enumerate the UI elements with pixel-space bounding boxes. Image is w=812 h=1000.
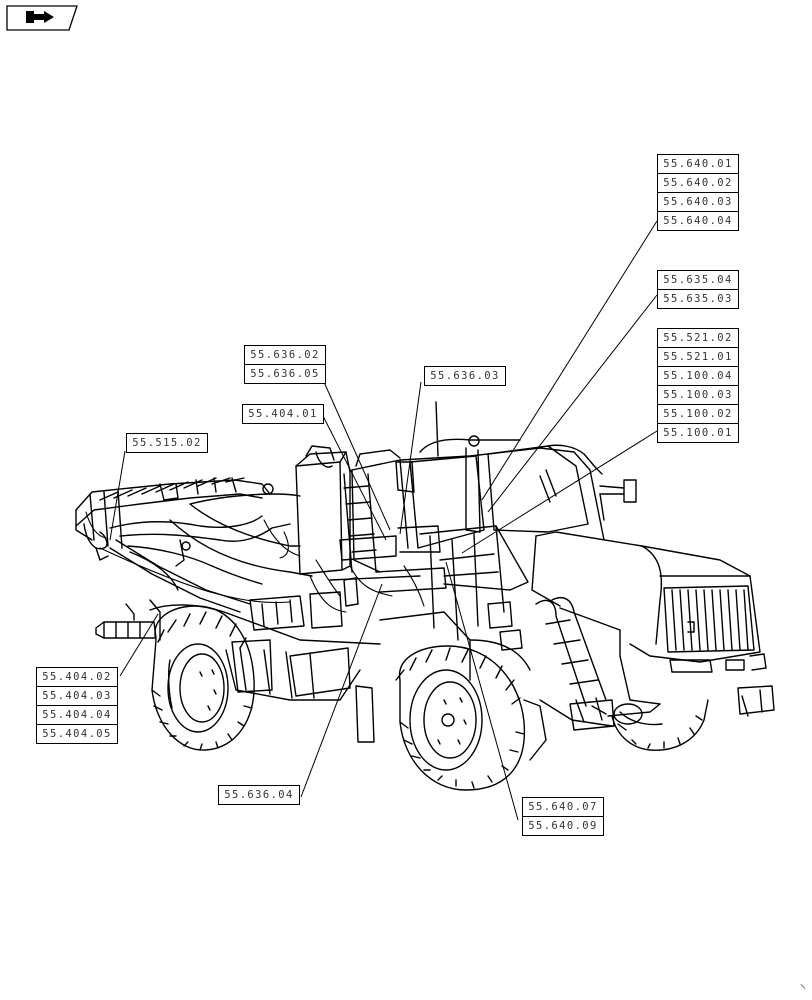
- spray-boom: [75, 477, 291, 641]
- callout-group-mid-right-a: 55.635.04 55.635.03: [657, 270, 739, 309]
- callout-55.100.01[interactable]: 55.100.01: [657, 424, 739, 443]
- leader-55.521.02: [461, 430, 658, 554]
- callout-55.640.07[interactable]: 55.640.07: [522, 797, 604, 817]
- callout-55.404.01[interactable]: 55.404.01: [242, 404, 324, 424]
- callout-55.100.02[interactable]: 55.100.02: [657, 405, 739, 424]
- leader-55.404.02: [119, 613, 159, 677]
- cab-ladder: [339, 473, 441, 573]
- platform-railing: [249, 525, 529, 651]
- leader-55.636.04: [300, 583, 383, 798]
- callout-55.636.02[interactable]: 55.636.02: [244, 345, 326, 365]
- left-front-wheel: [151, 605, 255, 751]
- callout-55.640.03[interactable]: 55.640.03: [657, 193, 739, 212]
- vehicle-arrow-icon[interactable]: [6, 5, 78, 31]
- callout-group-top-right: 55.640.01 55.640.02 55.640.03 55.640.04: [657, 154, 739, 231]
- side-ladder: [535, 596, 615, 731]
- right-front-wheel: [355, 645, 547, 791]
- hydraulic-hoses: [85, 511, 425, 613]
- callout-55.100.04[interactable]: 55.100.04: [657, 367, 739, 386]
- callout-group-left-mid: 55.404.01: [242, 404, 324, 424]
- callout-55.521.02[interactable]: 55.521.02: [657, 328, 739, 348]
- callout-55.636.05[interactable]: 55.636.05: [244, 365, 326, 384]
- callout-55.404.03[interactable]: 55.404.03: [36, 687, 118, 706]
- callout-group-bottom-center: 55.636.04: [218, 785, 300, 805]
- chassis-frame: [149, 604, 661, 727]
- callout-55.640.02[interactable]: 55.640.02: [657, 174, 739, 193]
- callout-55.404.02[interactable]: 55.404.02: [36, 667, 118, 687]
- engine-hood: [531, 531, 775, 717]
- leader-55.635.04: [487, 294, 658, 513]
- callout-55.100.03[interactable]: 55.100.03: [657, 386, 739, 405]
- callout-55.640.01[interactable]: 55.640.01: [657, 154, 739, 174]
- callout-55.404.04[interactable]: 55.404.04: [36, 706, 118, 725]
- leader-55.640.07: [445, 561, 519, 821]
- callout-55.404.05[interactable]: 55.404.05: [36, 725, 118, 744]
- callout-55.640.04[interactable]: 55.640.04: [657, 212, 739, 231]
- callout-group-left-lower: 55.404.02 55.404.03 55.404.04 55.404.05: [36, 667, 118, 744]
- operator-cab: [351, 401, 637, 573]
- callout-group-bottom-right: 55.640.07 55.640.09: [522, 797, 604, 836]
- callout-55.640.09[interactable]: 55.640.09: [522, 817, 604, 836]
- callout-55.521.01[interactable]: 55.521.01: [657, 348, 739, 367]
- leader-55.404.01: [321, 413, 387, 541]
- callout-group-left-upper: 55.636.02 55.636.05: [244, 345, 326, 384]
- truck-shape: [26, 11, 54, 23]
- callout-55.635.03[interactable]: 55.635.03: [657, 290, 739, 309]
- callout-group-center-upper: 55.636.03: [424, 366, 506, 386]
- callout-group-left-boom: 55.515.02: [126, 433, 208, 453]
- leader-lines: [109, 220, 658, 821]
- rear-right-wheel: [611, 699, 709, 751]
- leader-55.636.02: [323, 381, 391, 531]
- callout-55.515.02[interactable]: 55.515.02: [126, 433, 208, 453]
- product-tank: [169, 445, 351, 577]
- leader-55.636.03: [399, 381, 422, 535]
- leader-55.515.02: [109, 450, 126, 541]
- callout-group-mid-right-b: 55.521.02 55.521.01 55.100.04 55.100.03 …: [657, 328, 739, 443]
- callout-55.636.03[interactable]: 55.636.03: [424, 366, 506, 386]
- leader-55.640.01: [481, 220, 658, 501]
- callout-55.636.04[interactable]: 55.636.04: [218, 785, 300, 805]
- callout-55.635.04[interactable]: 55.635.04: [657, 270, 739, 290]
